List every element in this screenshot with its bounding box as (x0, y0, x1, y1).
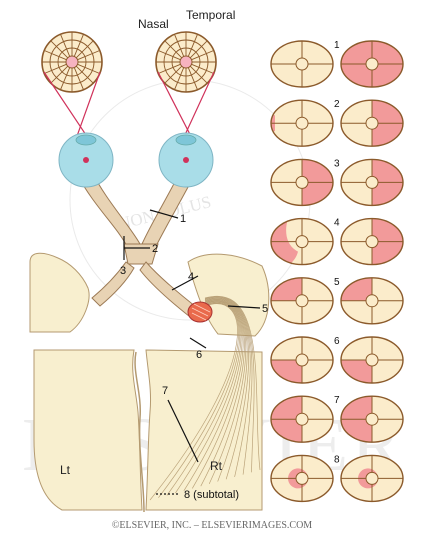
field-row-6-right-eye (341, 337, 403, 383)
left-side-label: Lt (60, 463, 71, 477)
field-row-5-left-eye (271, 278, 333, 324)
field-row-2-number: 2 (334, 99, 340, 110)
field-row-1-number: 1 (334, 40, 340, 51)
field-row-2-left-eye (271, 100, 333, 146)
optic-pathway (78, 172, 200, 320)
left-occipital-hemisphere (34, 350, 142, 510)
field-row-4-left-eye (271, 219, 333, 265)
field-row-8-left-eye (271, 455, 333, 501)
field-row-7-left-eye (271, 396, 333, 442)
lesion-2-label: 2 (152, 243, 158, 255)
lesion-4-label: 4 (188, 271, 194, 283)
field-row-4-right-eye (341, 219, 403, 265)
lesion-8-label: 8 (subtotal) (184, 489, 239, 501)
field-row-2-right-eye (341, 100, 403, 146)
lesion-5-label: 5 (262, 303, 268, 315)
field-row-4-number: 4 (334, 218, 340, 229)
field-row-3-right-eye (341, 159, 403, 205)
right-temporal-lobe (188, 254, 269, 336)
lateral-geniculate-body (188, 302, 212, 322)
field-row-8-number: 8 (334, 454, 340, 465)
lesion-1-label: 1 (180, 213, 186, 225)
field-row-5-number: 5 (334, 277, 340, 288)
footer-credit: ©ELSEVIER, INC. – ELSEVIERIMAGES.COM (112, 520, 312, 531)
temporal-label: Temporal (186, 8, 235, 22)
left-eyeball (59, 133, 113, 187)
field-row-6-number: 6 (334, 336, 340, 347)
right-eyeball (159, 133, 213, 187)
left-optic-tract (92, 262, 134, 306)
right-retina-field (156, 32, 216, 92)
right-side-label: Rt (210, 459, 223, 473)
lesion-6-label: 6 (196, 349, 202, 361)
field-row-8-right-eye (341, 455, 403, 501)
field-row-3-number: 3 (334, 158, 340, 169)
field-row-7-number: 7 (334, 395, 340, 406)
field-row-6-left-eye (271, 337, 333, 383)
lesion-3-label: 3 (120, 265, 126, 277)
field-row-1-right-eye (341, 41, 403, 87)
left-temporal-lobe (30, 253, 89, 332)
nasal-label: Nasal (138, 17, 169, 31)
field-row-1-left-eye (271, 41, 333, 87)
field-row-7-right-eye (341, 396, 403, 442)
field-row-3-left-eye (271, 159, 333, 205)
lesion-7-label: 7 (162, 385, 168, 397)
field-row-5-right-eye (341, 278, 403, 324)
